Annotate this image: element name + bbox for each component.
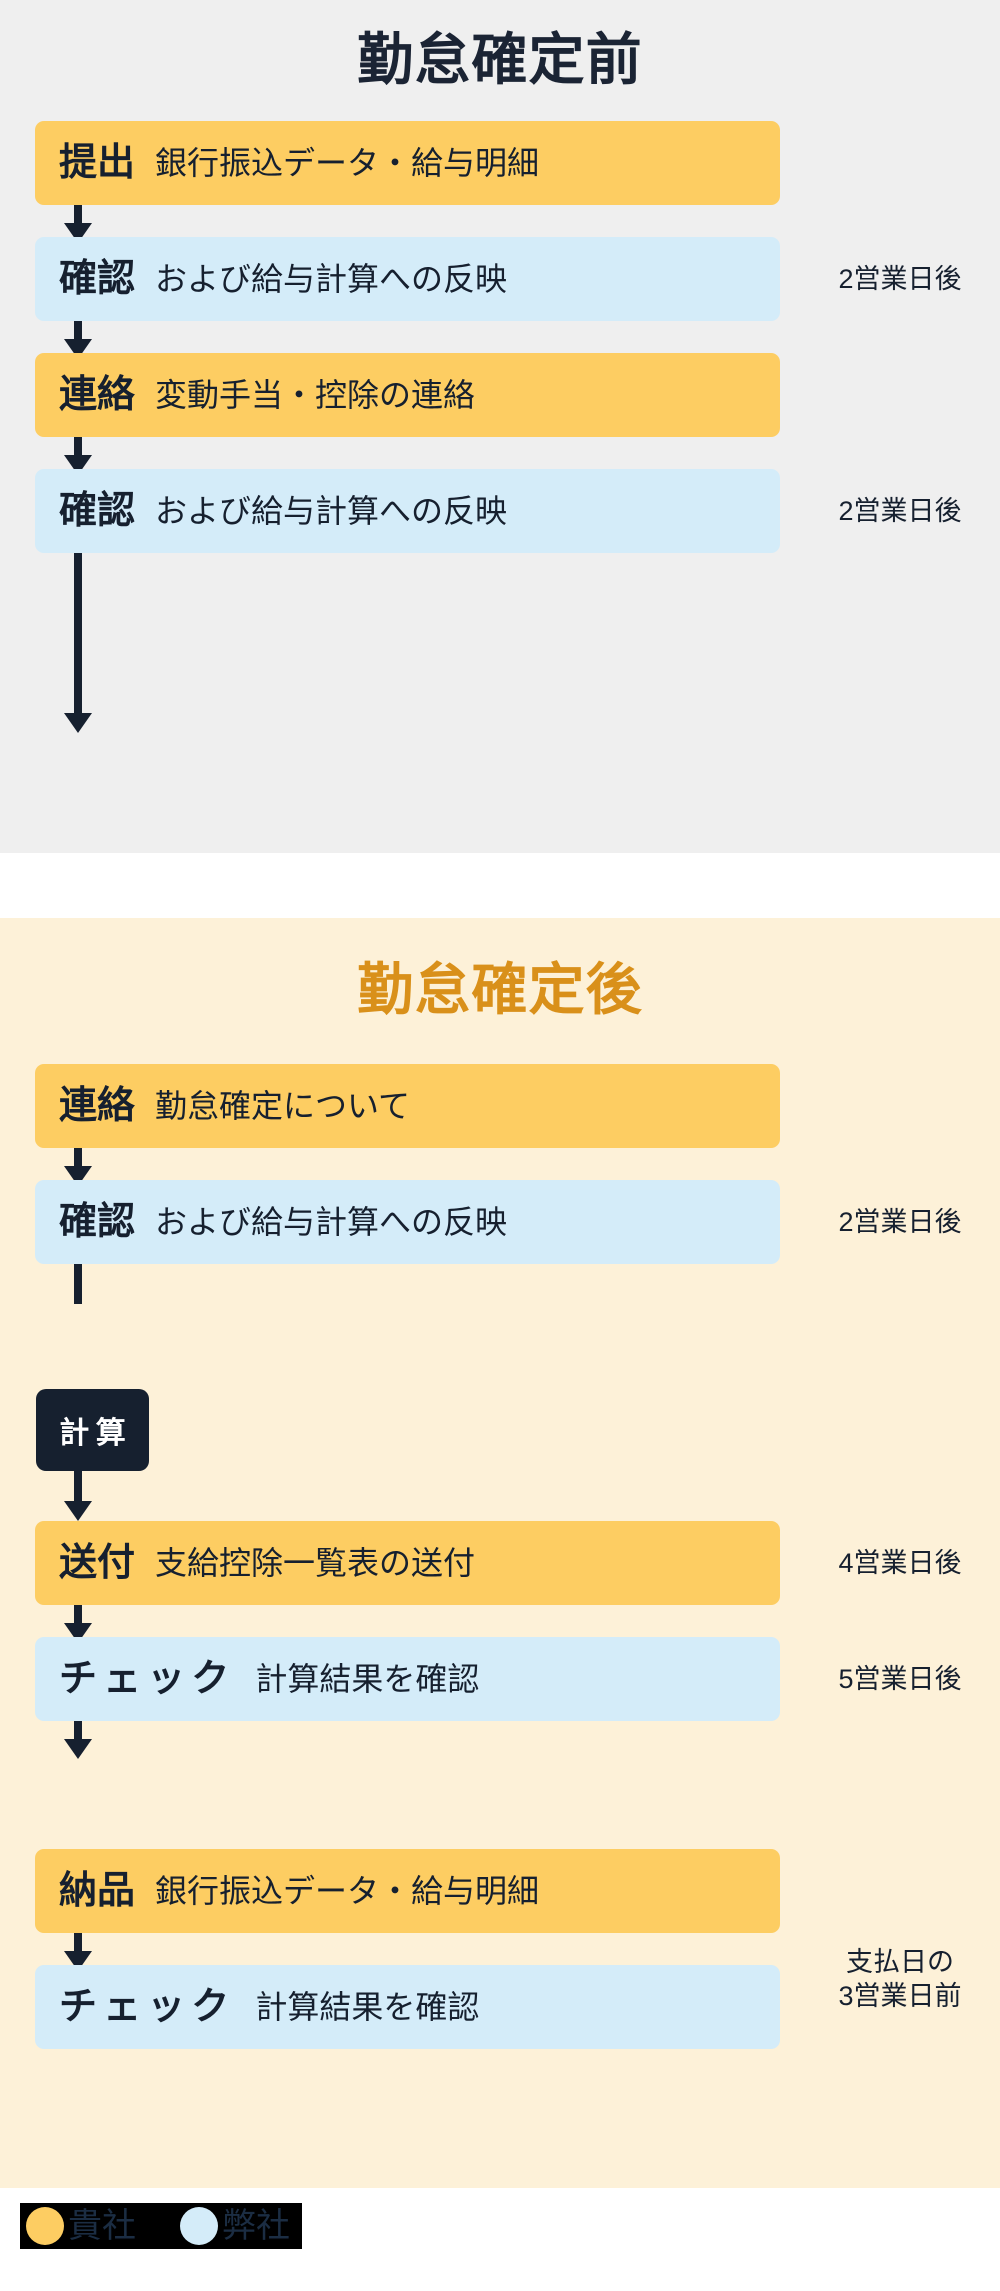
flow-step-tag: 提出 (59, 142, 136, 184)
flow-step-note: 2営業日後 (838, 1207, 962, 1237)
flow-step-check-2: チェック 計算結果を確認 (35, 1965, 780, 2049)
flow-step-note: 4営業日後 (838, 1548, 962, 1578)
flow-step-desc: および給与計算への反映 (155, 493, 508, 529)
flow-step-check-1: チェック 計算結果を確認 (35, 1637, 780, 1721)
flow-step-tag: 納品 (59, 1870, 136, 1912)
flow-step-desc: 計算結果を確認 (255, 1989, 480, 2025)
legend-item-client: 貴社 (26, 2207, 136, 2245)
flow-step-tag: 連絡 (59, 374, 136, 416)
flow-step-send: 送付 支給控除一覧表の送付 (35, 1521, 780, 1605)
flow-step-confirm-2: 確認 および給与計算への反映 (35, 469, 780, 553)
flow-step-tag: 確認 (59, 1201, 136, 1243)
flow-step-desc: 変動手当・控除の連絡 (155, 377, 476, 413)
flow-step-desc: 銀行振込データ・給与明細 (155, 145, 540, 181)
legend-dot-client-icon (26, 2207, 64, 2245)
flow-step-deliver: 納品 銀行振込データ・給与明細 (35, 1849, 780, 1933)
flow-step-contact-1: 連絡 変動手当・控除の連絡 (35, 353, 780, 437)
legend-dot-us-icon (180, 2207, 218, 2245)
flow-step-tag: 送付 (59, 1542, 136, 1584)
flow-step-tag: 確認 (59, 490, 136, 532)
flow-step-confirm-1: 確認 および給与計算への反映 (35, 237, 780, 321)
flow-step-note: 2営業日後 (838, 496, 962, 526)
calc-badge: 計算 (36, 1389, 149, 1471)
legend-label-client: 貴社 (68, 2207, 136, 2245)
legend: 貴社 弊社 (20, 2203, 302, 2249)
flow-step-tag: チェック (59, 1986, 236, 2028)
legend-label-us: 弊社 (222, 2207, 290, 2245)
pre-section-title: 勤怠確定前 (357, 28, 643, 91)
flow-step-submit: 提出 銀行振込データ・給与明細 (35, 121, 780, 205)
flow-step-tag: 確認 (59, 258, 136, 300)
flow-step-contact-2: 連絡 勤怠確定について (35, 1064, 780, 1148)
flow-step-desc: 銀行振込データ・給与明細 (155, 1873, 540, 1909)
flow-step-confirm-3: 確認 および給与計算への反映 (35, 1180, 780, 1264)
flow-step-desc: 計算結果を確認 (255, 1661, 480, 1697)
flow-step-desc: および給与計算への反映 (155, 261, 508, 297)
flow-step-desc: 勤怠確定について (155, 1088, 411, 1124)
payment-deadline-note: 支払日の 3営業日前 (838, 1947, 962, 2011)
flow-step-note: 2営業日後 (838, 264, 962, 294)
legend-item-us: 弊社 (180, 2207, 290, 2245)
flow-step-desc: および給与計算への反映 (155, 1204, 508, 1240)
post-section-title: 勤怠確定後 (357, 958, 643, 1021)
flow-step-tag: 連絡 (59, 1085, 136, 1127)
flow-step-tag: チェック (59, 1658, 236, 1700)
flow-step-note: 5営業日後 (838, 1664, 962, 1694)
flow-step-desc: 支給控除一覧表の送付 (155, 1545, 476, 1581)
